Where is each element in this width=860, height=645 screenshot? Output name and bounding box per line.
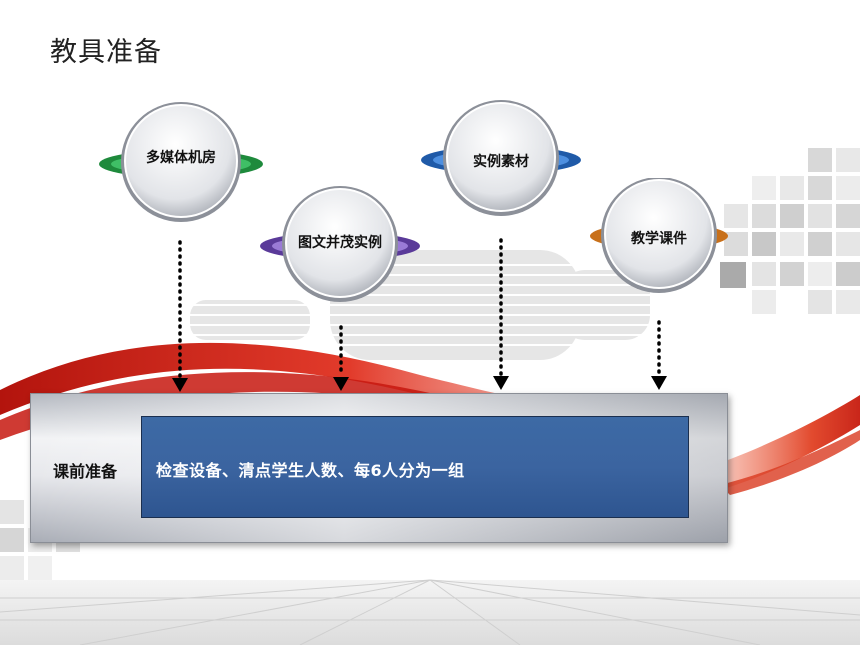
node-multimedia-room: 多媒体机房 — [96, 100, 266, 225]
node-illustrated-examples: 图文并茂实例 — [257, 186, 423, 308]
preparation-panel: 课前准备 检查设备、清点学生人数、每6人分为一组 — [30, 393, 728, 543]
preparation-content-box: 检查设备、清点学生人数、每6人分为一组 — [141, 416, 689, 518]
node-label: 多媒体机房 — [146, 150, 216, 166]
panel-label: 课前准备 — [53, 462, 118, 481]
preparation-content-text: 检查设备、清点学生人数、每6人分为一组 — [156, 461, 465, 480]
node-example-materials: 实例素材 — [418, 100, 584, 222]
node-bubble-icon — [590, 178, 728, 293]
dotted-arrow-icon — [172, 240, 188, 392]
dotted-arrow-icon — [333, 325, 349, 391]
node-label: 图文并茂实例 — [298, 235, 382, 251]
dotted-arrow-icon — [493, 238, 509, 390]
node-label: 实例素材 — [473, 154, 529, 170]
node-bubble-icon — [99, 102, 263, 222]
slide-title: 教具准备 — [50, 37, 162, 68]
node-teaching-courseware: 教学课件 — [588, 178, 730, 298]
node-bubble-icon — [421, 100, 581, 216]
node-bubble-icon — [260, 186, 420, 302]
node-label: 教学课件 — [631, 231, 687, 247]
dotted-arrow-icon — [651, 320, 667, 390]
